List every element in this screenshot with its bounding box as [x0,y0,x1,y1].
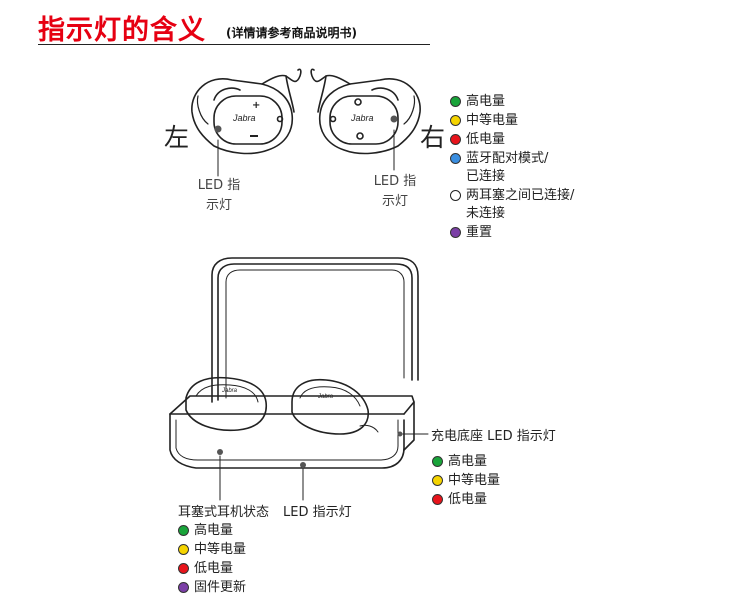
legend-item: 低电量 [178,560,246,578]
left-earbud-drawing: Jabra + [191,68,302,177]
legend-label: 中等电量 [466,112,518,130]
legend-item: 两耳塞之间已连接/未连接 [450,187,574,223]
legend-item: 中等电量 [178,541,246,559]
legend-label: 两耳塞之间已连接/未连接 [466,187,574,223]
led-color-dot-icon [178,582,189,593]
legend-item: 高电量 [432,453,500,471]
legend-label: 蓝牙配对模式/已连接 [466,150,548,186]
left-earbud-label: 左 [164,123,190,152]
legend-label: 重置 [466,224,492,242]
right-led-label-line2: 示灯 [381,194,408,209]
legend-item: 中等电量 [450,112,574,130]
right-earbud-drawing: Jabra [310,68,421,171]
legend-item: 低电量 [450,131,574,149]
legend-label-line: 低电量 [448,492,488,507]
led-color-dot-icon [432,494,443,505]
legend-label: 固件更新 [194,579,246,597]
legend-label-line: 高电量 [466,94,506,109]
led-color-dot-icon [432,456,443,467]
left-led-label-line1: LED 指 [197,178,241,193]
led-color-dot-icon [178,525,189,536]
earbud-led-legend: 高电量中等电量低电量蓝牙配对模式/已连接两耳塞之间已连接/未连接重置 [450,93,574,243]
legend-label-line: 未连接 [466,206,506,221]
legend-item: 高电量 [450,93,574,111]
title-underline [38,44,430,45]
legend-label-line: 中等电量 [194,542,247,557]
legend-label-line: 低电量 [466,132,506,147]
led-color-dot-icon [450,115,461,126]
legend-label-line: 高电量 [194,523,234,538]
led-color-dot-icon [450,96,461,107]
right-led-label: LED 指 示灯 [372,172,418,212]
legend-label: 低电量 [194,560,233,578]
led-color-dot-icon [178,563,189,574]
led-color-dot-icon [450,190,461,201]
legend-item: 中等电量 [432,472,500,490]
base-led-legend: 高电量中等电量低电量 [432,453,500,510]
legend-label-line: 已连接 [466,169,506,184]
legend-item: 重置 [450,224,574,242]
legend-label: 高电量 [466,93,505,111]
left-led-label-line2: 示灯 [205,198,232,213]
svg-text:Jabra: Jabra [350,113,374,123]
legend-label-line: 高电量 [448,454,488,469]
legend-item: 高电量 [178,522,246,540]
legend-label: 低电量 [466,131,505,149]
right-earbud-label: 右 [420,123,446,152]
legend-label: 中等电量 [448,472,500,490]
svg-text:+: + [252,100,260,111]
earbud-status-callout: 耳塞式耳机状态 [178,505,270,520]
charging-case-drawing: Jabra Jabra [169,257,429,501]
left-led-label: LED 指 示灯 [196,176,242,216]
svg-text:Jabra: Jabra [221,388,238,394]
legend-item: 蓝牙配对模式/已连接 [450,150,574,186]
right-led-label-line1: LED 指 [373,174,417,189]
case-led-callout: LED 指示灯 [283,505,352,520]
legend-label-line: 重置 [466,225,493,240]
legend-item: 低电量 [432,491,500,509]
legend-label-line: 固件更新 [194,580,247,595]
earbud-status-legend: 高电量中等电量低电量固件更新 [178,522,246,598]
svg-text:Jabra: Jabra [317,394,334,400]
led-color-dot-icon [450,153,461,164]
led-color-dot-icon [450,227,461,238]
page-title: 指示灯的含义 [38,15,206,46]
page-subtitle: (详情请参考商品说明书) [226,26,357,40]
legend-label: 低电量 [448,491,487,509]
legend-label-line: 中等电量 [466,113,519,128]
legend-label: 中等电量 [194,541,246,559]
legend-label-line: 中等电量 [448,473,501,488]
led-color-dot-icon [450,134,461,145]
legend-label-line: 蓝牙配对模式/ [466,151,549,166]
legend-label: 高电量 [194,522,233,540]
legend-label-line: 两耳塞之间已连接/ [466,188,575,203]
legend-item: 固件更新 [178,579,246,597]
svg-text:Jabra: Jabra [232,113,256,123]
led-color-dot-icon [432,475,443,486]
led-color-dot-icon [178,544,189,555]
legend-label: 高电量 [448,453,487,471]
legend-label-line: 低电量 [194,561,234,576]
base-led-callout: 充电底座 LED 指示灯 [431,429,556,444]
